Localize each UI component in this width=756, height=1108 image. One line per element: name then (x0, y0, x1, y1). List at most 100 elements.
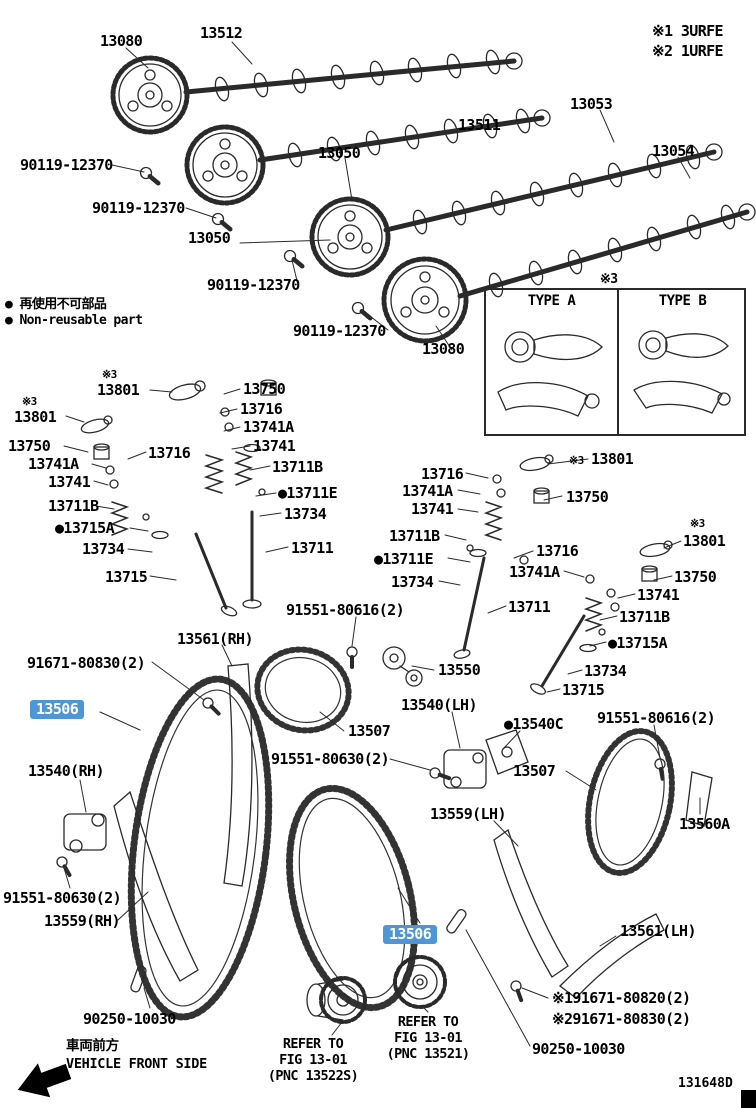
part-label[interactable]: 90119-12370 (207, 276, 300, 294)
valve-keeper-icon (105, 407, 620, 636)
part-label[interactable]: 13734 (391, 573, 434, 591)
vvt-gear-icon (381, 256, 469, 344)
part-label[interactable]: 13511 (458, 116, 501, 134)
part-label[interactable]: 13801 (683, 532, 726, 550)
vvt-gear-icon (110, 55, 190, 135)
part-label[interactable]: 13716 (148, 444, 191, 462)
part-label-highlighted[interactable]: 13506 (383, 925, 438, 944)
part-label[interactable]: 13801 (97, 381, 140, 399)
engine-valve-icon (194, 510, 586, 695)
type-box-marker: ※3 (600, 272, 618, 287)
part-label[interactable]: 13053 (570, 95, 613, 113)
part-label[interactable]: 13561(LH) (620, 922, 696, 940)
part-label[interactable]: 90119-12370 (20, 156, 113, 174)
part-label[interactable]: ●13715A (55, 519, 115, 537)
refer-note-1-line1: REFER TO (282, 1036, 344, 1052)
timing-chain-icon (127, 646, 675, 1021)
part-label[interactable]: 13507 (513, 762, 556, 780)
part-label[interactable]: 90119-12370 (293, 322, 386, 340)
part-label[interactable]: 13540(LH) (401, 696, 477, 714)
part-label[interactable]: 13054 (652, 142, 695, 160)
part-label[interactable]: 13711B (272, 458, 323, 476)
camshaft-icon (257, 108, 551, 168)
part-label[interactable]: 13715 (562, 681, 605, 699)
refer-note-2-line3: (PNC 13521) (386, 1046, 470, 1063)
vehicle-front-jp: 車両前方 (66, 1038, 119, 1054)
crank-sprocket-icon (306, 955, 447, 1024)
part-label[interactable]: 13080 (422, 340, 465, 358)
part-label[interactable]: 13711B (619, 608, 670, 626)
part-label[interactable]: 91551-80630(2) (271, 750, 390, 768)
legend-nonreusable-en: ● Non-reusable part (5, 313, 143, 328)
part-label[interactable]: ●13711E (278, 484, 338, 502)
part-label[interactable]: 13050 (318, 144, 361, 162)
part-label[interactable]: 13711B (389, 527, 440, 545)
part-label[interactable]: 90250-10030 (83, 1010, 176, 1028)
chain-guide-icon (113, 663, 713, 999)
legend-nonreusable-jp: ● 再使用不可部品 (5, 297, 107, 312)
ref-marker: ※3 (102, 368, 117, 381)
part-label[interactable]: ※191671-80820(2) (552, 989, 691, 1007)
part-label[interactable]: 13716 (421, 465, 464, 483)
camshaft-icon (183, 49, 523, 102)
part-label[interactable]: 13559(RH) (44, 912, 120, 930)
part-label[interactable]: 13561(RH) (177, 630, 253, 648)
part-label[interactable]: 13711 (291, 539, 334, 557)
part-label[interactable]: 13507 (348, 722, 391, 740)
part-label[interactable]: 13741 (411, 500, 454, 518)
part-label[interactable]: 13741 (637, 586, 680, 604)
part-label[interactable]: 13716 (536, 542, 579, 560)
part-label[interactable]: 13734 (584, 662, 627, 680)
part-label[interactable]: 13734 (82, 540, 125, 558)
part-label[interactable]: 13540(RH) (28, 762, 104, 780)
part-label[interactable]: 91551-80616(2) (597, 709, 716, 727)
part-label[interactable]: 13741A (28, 455, 79, 473)
part-label[interactable]: 13741 (253, 437, 296, 455)
part-label-highlighted[interactable]: 13506 (30, 700, 85, 719)
part-label[interactable]: 13741A (243, 418, 294, 436)
part-label[interactable]: 13080 (100, 32, 143, 50)
vehicle-front-arrow-icon (17, 1063, 72, 1098)
spring-retainer-icon (151, 443, 597, 653)
part-label[interactable]: 13512 (200, 24, 243, 42)
part-label[interactable]: 13550 (438, 661, 481, 679)
part-label[interactable]: 13750 (566, 488, 609, 506)
part-label[interactable]: 13750 (243, 380, 286, 398)
vehicle-front-en: VEHICLE FRONT SIDE (66, 1056, 207, 1073)
engine-note-1: ※1 3URFE (652, 22, 724, 40)
part-label[interactable]: 13750 (674, 568, 717, 586)
part-label[interactable]: 13559(LH) (430, 805, 506, 823)
type-comparison-box: TYPE A TYPE B (484, 288, 746, 436)
type-box-divider (617, 290, 619, 434)
leader-lines (63, 41, 701, 1047)
part-label[interactable]: 13741A (402, 482, 453, 500)
part-label[interactable]: 13801 (591, 450, 634, 468)
part-label[interactable]: 90119-12370 (92, 199, 185, 217)
part-label[interactable]: 13734 (284, 505, 327, 523)
part-label[interactable]: 13801 (14, 408, 57, 426)
part-label[interactable]: ※291671-80830(2) (552, 1010, 691, 1028)
part-label[interactable]: 13741A (509, 563, 560, 581)
part-label[interactable]: 13741 (48, 473, 91, 491)
part-label[interactable]: 13050 (188, 229, 231, 247)
part-label[interactable]: 91551-80630(2) (3, 889, 122, 907)
part-label[interactable]: 13750 (8, 437, 51, 455)
figure-code: 131648D (678, 1076, 733, 1091)
vehicle-front-note: 車両前方 VEHICLE FRONT SIDE (66, 1037, 207, 1073)
part-label[interactable]: 13715 (105, 568, 148, 586)
part-label[interactable]: ●13540C (504, 715, 564, 733)
part-label[interactable]: ●13711E (374, 550, 434, 568)
refer-note-2: REFER TO FIG 13-01 (PNC 13521) (368, 1014, 488, 1063)
part-label[interactable]: ●13715A (608, 634, 668, 652)
part-label[interactable]: 91551-80616(2) (286, 601, 405, 619)
part-label[interactable]: 91671-80830(2) (27, 654, 146, 672)
part-label[interactable]: 13716 (240, 400, 283, 418)
part-label[interactable]: 13711B (48, 497, 99, 515)
part-label[interactable]: 13711 (508, 598, 551, 616)
part-label[interactable]: 90250-10030 (532, 1040, 625, 1058)
part-label[interactable]: 13560A (679, 815, 730, 833)
type-b-header: TYPE B (658, 293, 707, 309)
straight-pin-icon (130, 908, 467, 993)
